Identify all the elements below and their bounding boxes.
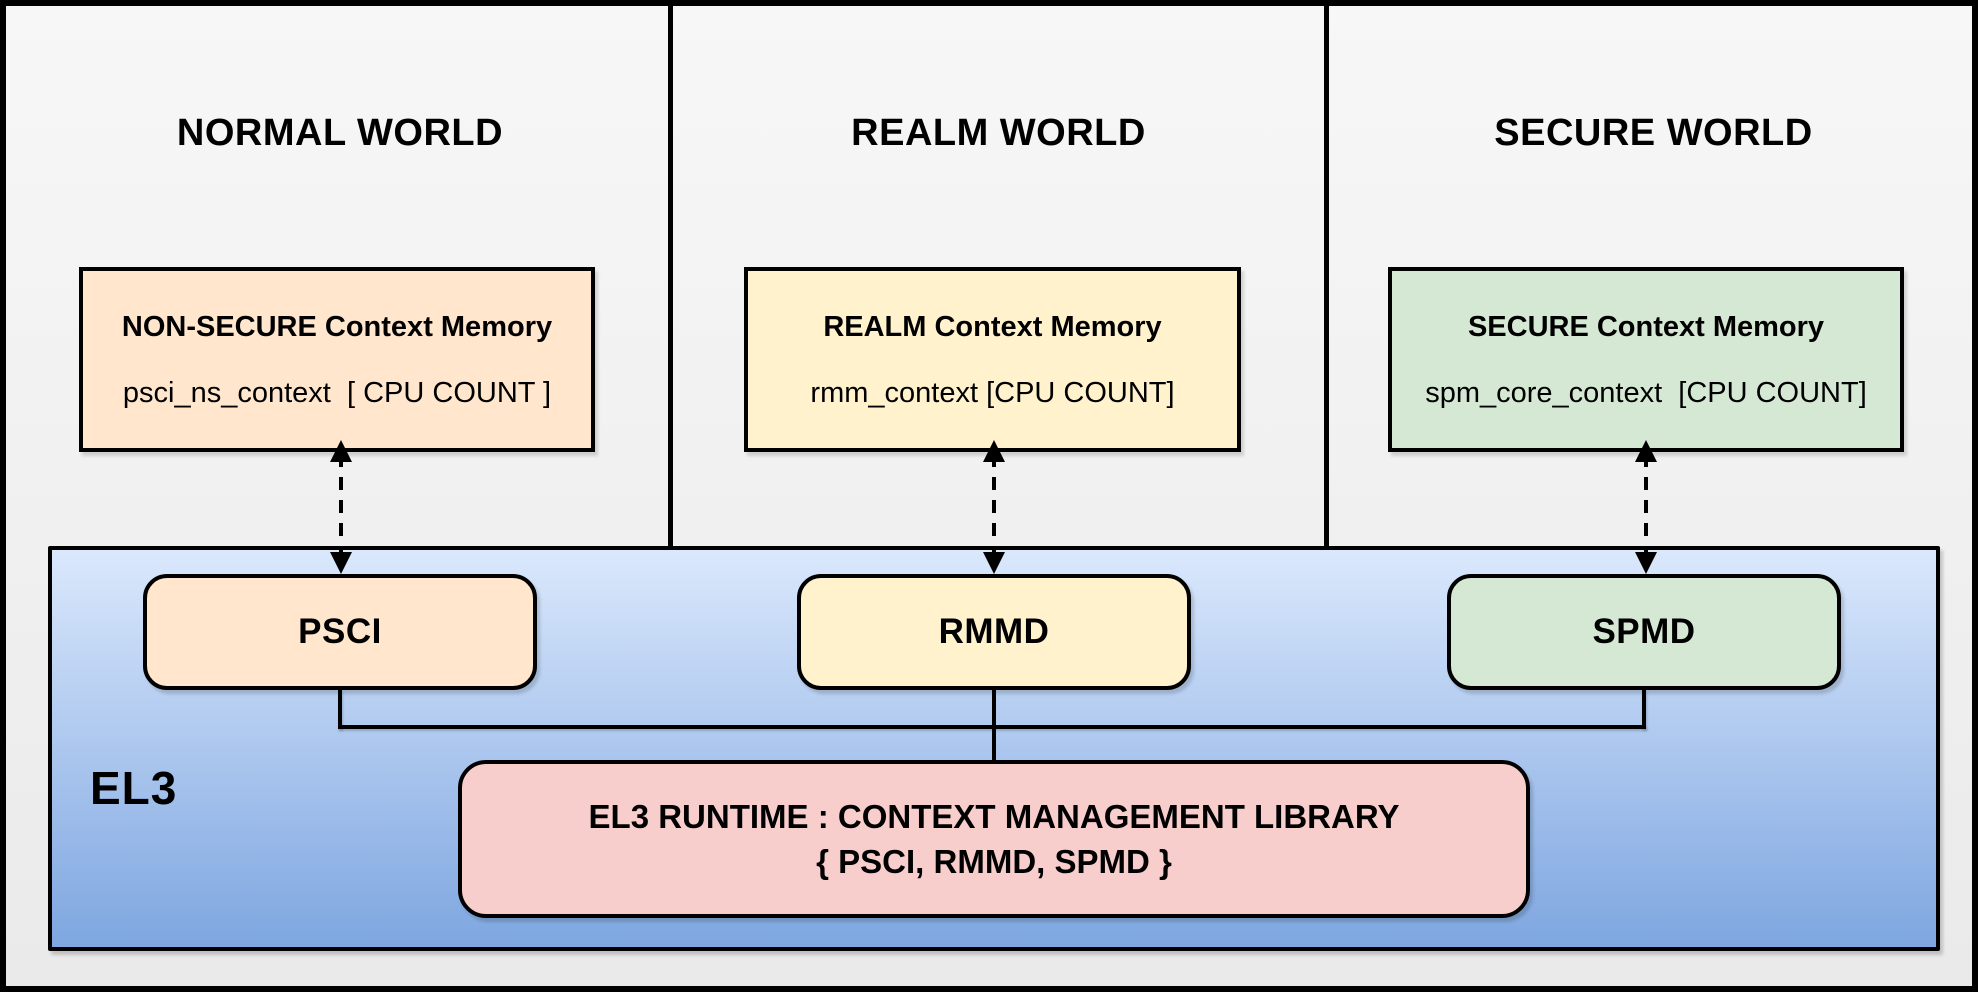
- memory-box-code: spm_core_context [CPU COUNT]: [1425, 376, 1867, 409]
- memory-box-title: REALM Context Memory: [823, 310, 1162, 343]
- memory-box-code: rmm_context [CPU COUNT]: [810, 376, 1175, 409]
- arrowhead-up-icon: [330, 440, 352, 462]
- runtime-box-line2: { PSCI, RMMD, SPMD }: [816, 843, 1172, 880]
- dashed-line: [1644, 454, 1648, 560]
- world-title-normal: NORMAL WORLD: [176, 111, 504, 154]
- el3-label: EL3: [90, 762, 178, 814]
- memory-box-title: SECURE Context Memory: [1467, 310, 1825, 343]
- memory-box-code: psci_ns_context [ CPU COUNT ]: [122, 376, 552, 409]
- component-spmd: SPMD: [1447, 574, 1841, 690]
- dashed-arrow-normal: [330, 440, 352, 574]
- component-rmmd: RMMD: [797, 574, 1191, 690]
- world-divider-realm-secure: [1324, 6, 1329, 548]
- arrowhead-up-icon: [983, 440, 1005, 462]
- dashed-arrow-realm: [983, 440, 1005, 574]
- arrowhead-down-icon: [330, 552, 352, 574]
- connector-psci-down: [338, 690, 342, 729]
- world-divider-normal-realm: [668, 6, 673, 548]
- runtime-box-line1: EL3 RUNTIME : CONTEXT MANAGEMENT LIBRARY: [588, 798, 1400, 835]
- arrowhead-down-icon: [983, 552, 1005, 574]
- memory-box-title: NON-SECURE Context Memory: [121, 310, 553, 343]
- arrowhead-up-icon: [1635, 440, 1657, 462]
- dashed-line: [339, 454, 343, 560]
- memory-box-realm: REALM Context Memory rmm_context [CPU CO…: [744, 267, 1241, 452]
- dashed-arrow-secure: [1635, 440, 1657, 574]
- world-title-secure: SECURE WORLD: [1494, 111, 1813, 154]
- world-title-realm: REALM WORLD: [851, 111, 1146, 154]
- memory-box-non-secure: NON-SECURE Context Memory psci_ns_contex…: [79, 267, 595, 452]
- runtime-context-mgmt-box: EL3 RUNTIME : CONTEXT MANAGEMENT LIBRARY…: [458, 760, 1530, 918]
- dashed-line: [992, 454, 996, 560]
- component-psci: PSCI: [143, 574, 537, 690]
- connector-rmmd-to-runtime: [992, 690, 996, 762]
- connector-spmd-down: [1642, 690, 1646, 729]
- memory-box-secure: SECURE Context Memory spm_core_context […: [1388, 267, 1904, 452]
- arrowhead-down-icon: [1635, 552, 1657, 574]
